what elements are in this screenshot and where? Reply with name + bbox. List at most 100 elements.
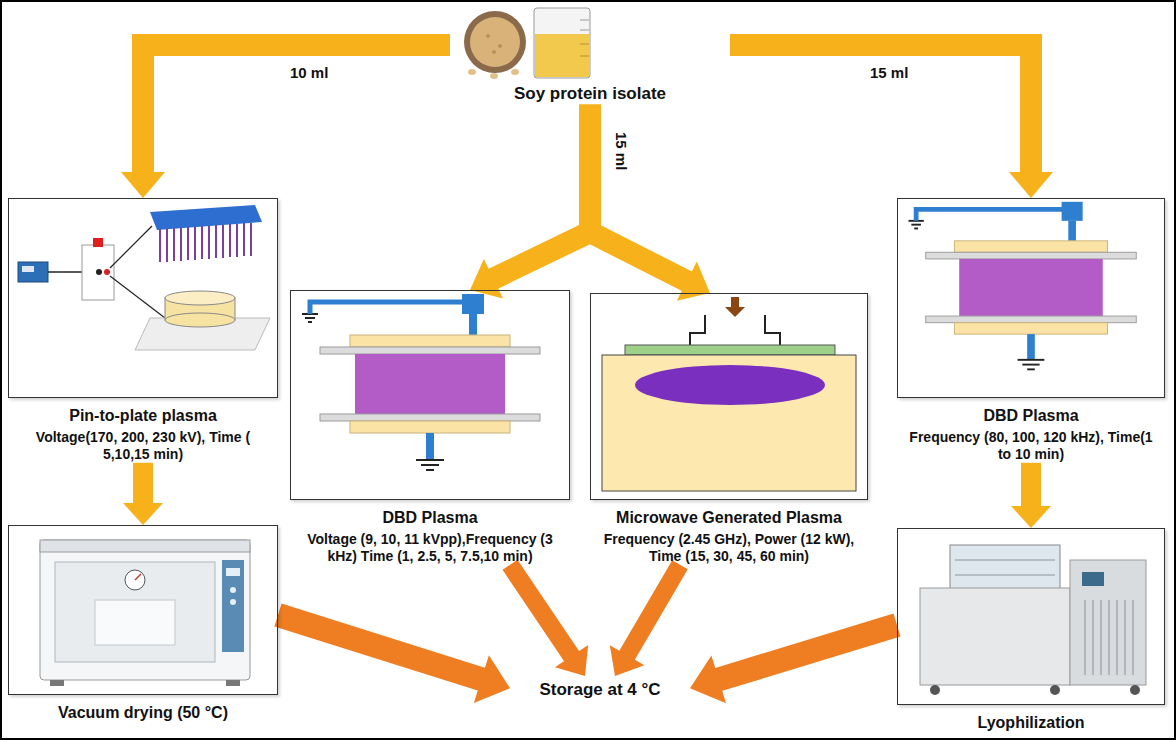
vacuum-oven-part — [95, 600, 175, 645]
arrow-shaft — [143, 45, 450, 173]
vacuum-oven-part — [230, 587, 236, 593]
soy-powder-bowl-part — [464, 11, 526, 73]
pin-to-plate-setup-part — [150, 205, 262, 230]
pin-to-plate-setup-part-part — [243, 223, 245, 256]
freeze-dryer-part-part — [1124, 600, 1126, 675]
vacuum-oven-part — [40, 540, 250, 680]
pin-to-plate-setup-part-part — [187, 227, 189, 260]
soy-powder-bowl-part — [490, 73, 498, 79]
vacuum-oven-part — [135, 574, 141, 580]
node-heading: Microwave Generated Plasma — [590, 508, 868, 527]
pin-to-plate-setup-part-part — [222, 225, 224, 258]
pin-to-plate-setup-part-part — [208, 226, 210, 259]
process-node: Microwave Generated PlasmaFrequency (2.4… — [590, 293, 868, 565]
vacuum-oven-part — [40, 540, 250, 552]
vacuum-oven-part — [125, 570, 145, 590]
pin-to-plate-setup-part — [110, 276, 165, 318]
pin-to-plate-setup — [18, 205, 270, 350]
arrow-head — [470, 259, 503, 299]
flow-arrow — [1011, 463, 1051, 528]
panel-frame — [290, 290, 570, 500]
node-heading: Pin-to-plate plasma — [8, 406, 278, 425]
soy-powder-bowl-part — [468, 69, 476, 75]
arrow-shaft — [278, 615, 483, 680]
panel-frame — [897, 198, 1165, 398]
beaker-part — [580, 30, 589, 31]
microwave-plasma-setup-part — [765, 315, 780, 345]
freeze-dryer-part-part — [1132, 600, 1134, 675]
arrow-head — [1011, 506, 1051, 528]
arrow-head — [677, 262, 710, 301]
freeze-dryer-part — [930, 685, 940, 695]
process-node: Storage at 4 °C — [510, 676, 690, 700]
flow-arrow — [610, 565, 680, 676]
pin-to-plate-setup-part — [82, 245, 114, 300]
soy-powder-bowl-part — [470, 17, 520, 67]
freeze-dryer-part — [955, 575, 1055, 576]
pin-to-plate-setup-part-part — [173, 228, 175, 261]
beaker — [534, 8, 590, 78]
pin-to-plate-setup-part — [165, 291, 235, 305]
pin-to-plate-setup-part-part — [159, 229, 161, 262]
microwave-plasma-setup-part — [731, 297, 739, 307]
pin-to-plate-setup-part — [110, 226, 152, 268]
freeze-dryer — [920, 545, 1146, 695]
microwave-plasma-setup-part — [625, 345, 835, 355]
soy-powder-bowl-part — [486, 34, 490, 38]
pin-to-plate-setup-part — [165, 313, 235, 327]
volume-label: 10 ml — [290, 64, 328, 81]
freeze-dryer-part — [950, 545, 1060, 590]
arrow-shaft — [1021, 463, 1041, 507]
pin-to-plate-setup-part-part — [201, 226, 203, 259]
flow-arrow — [590, 104, 710, 300]
beaker-part — [580, 44, 589, 45]
arrow-shaft — [590, 104, 688, 281]
dbd-setup-part — [908, 202, 1136, 370]
beaker-part — [580, 56, 589, 57]
process-node: Lyophilization — [897, 528, 1165, 732]
dbd-setup — [908, 202, 1136, 370]
pin-to-plate-setup-part-part — [180, 228, 182, 261]
microwave-plasma-setup — [602, 297, 856, 491]
vacuum-oven-part — [230, 599, 236, 605]
freeze-dryer-part-part — [1108, 600, 1110, 675]
dbd-setup-part — [302, 294, 540, 470]
volume-label: 15 ml — [613, 132, 630, 170]
pin-to-plate-setup-part — [22, 266, 34, 272]
pin-to-plate-setup-part — [160, 223, 251, 262]
vacuum-oven-part — [55, 562, 215, 662]
volume-label: 15 ml — [870, 64, 908, 81]
freeze-dryer-part — [1050, 685, 1060, 695]
flow-arrow — [121, 45, 450, 198]
process-node: Soy protein isolate — [450, 4, 730, 104]
microwave-plasma-setup-part — [602, 355, 856, 491]
arrow-head — [555, 645, 588, 676]
process-node: DBD PlasmaVoltage (9, 10, 11 kVpp),Frequ… — [290, 290, 570, 565]
vacuum-oven-part — [226, 680, 240, 686]
panel-frame — [590, 293, 868, 500]
vacuum-oven-part — [222, 560, 244, 652]
microwave-plasma-setup-part — [725, 307, 745, 317]
freeze-dryer-part-part — [1084, 600, 1086, 675]
node-parameters: Frequency (80, 100, 120 kHz), Time(1 to … — [897, 429, 1165, 463]
vacuum-oven-part — [50, 680, 64, 686]
beaker-part — [534, 8, 590, 78]
node-parameters: Voltage(170, 200, 230 kV), Time ( 5,10,1… — [8, 429, 278, 463]
arrow-shaft — [730, 45, 1031, 173]
panel-frame — [8, 198, 278, 398]
flow-arrow — [510, 565, 588, 676]
node-heading: DBD Plasma — [897, 406, 1165, 425]
arrow-shaft — [627, 565, 680, 657]
dbd-setup — [302, 294, 540, 470]
node-parameters: Voltage (9, 10, 11 kVpp),Frequency (3 kH… — [290, 531, 570, 565]
node-heading: Soy protein isolate — [450, 84, 730, 104]
freeze-dryer-part-part — [1116, 600, 1118, 675]
pin-to-plate-setup-part — [48, 271, 82, 273]
flow-arrow — [470, 104, 590, 298]
arrow-head — [123, 503, 163, 525]
pin-to-plate-setup-part — [104, 269, 110, 275]
vacuum-oven-part — [226, 568, 240, 576]
